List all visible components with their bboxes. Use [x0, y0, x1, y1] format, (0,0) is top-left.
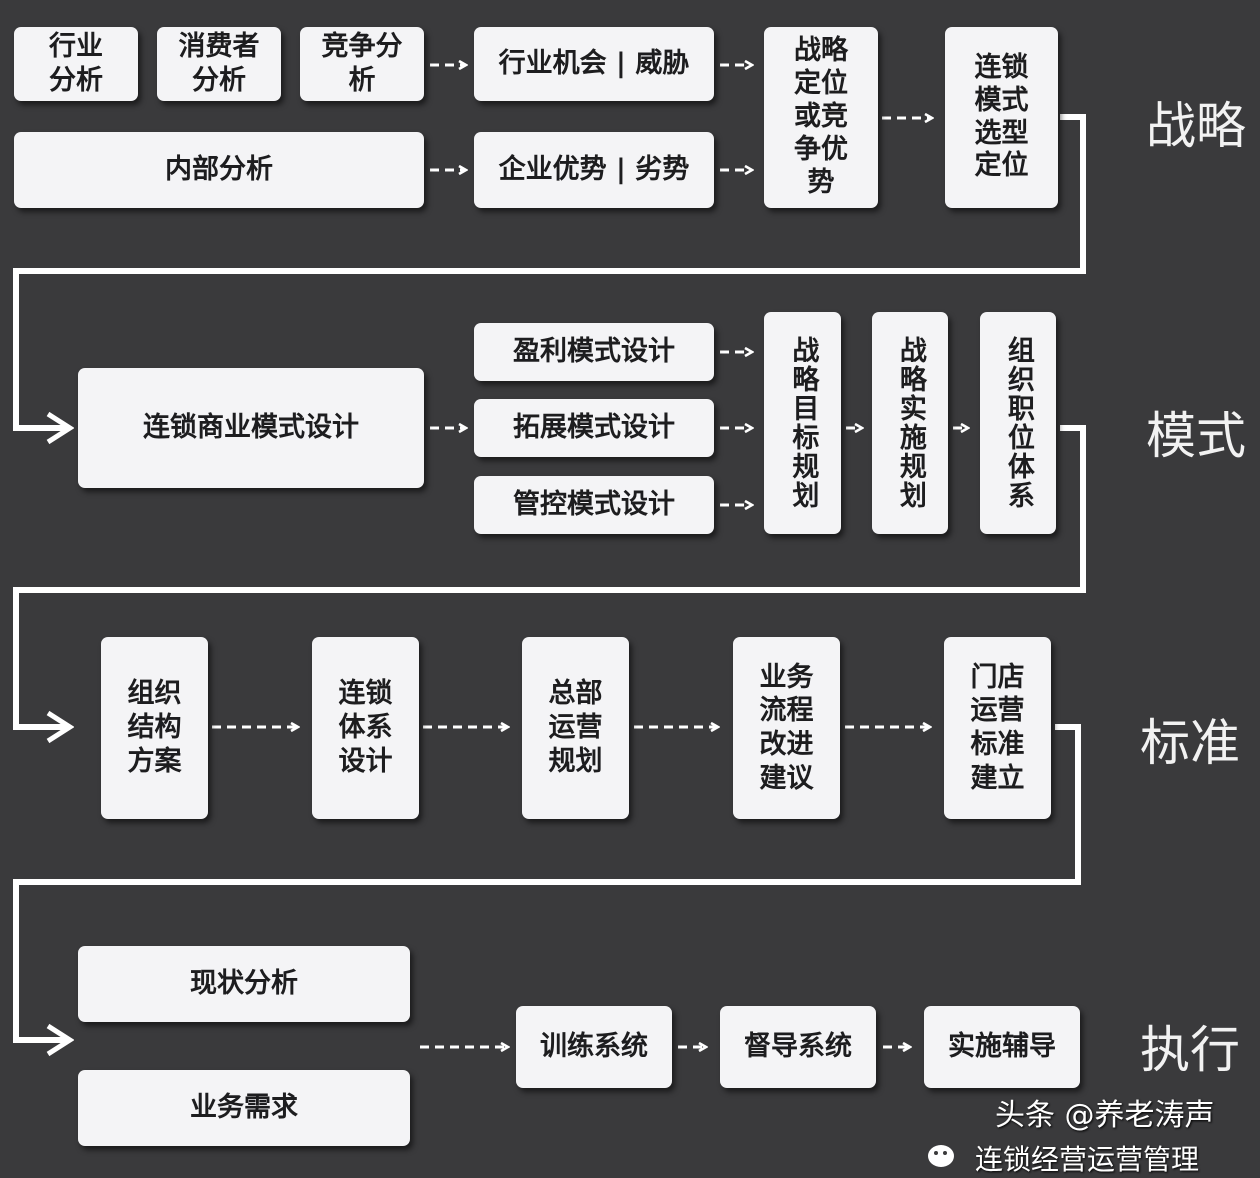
- current-analysis-box: 现状分析: [78, 946, 410, 1022]
- flow-strategy-to-model: [13, 114, 1086, 428]
- control-model-label: 管控模式设计: [513, 489, 675, 521]
- business-model-label: 连锁商业模式设计: [143, 412, 359, 444]
- expansion-model-box: 拓展模式设计: [474, 399, 714, 457]
- opportunity-threat-label: 行业机会 | 威胁: [498, 48, 690, 80]
- stage-label-standard: 标准: [1140, 714, 1240, 772]
- opportunity-threat-box: 行业机会 | 威胁: [474, 27, 714, 101]
- chain-system-box: 连锁体系设计: [312, 637, 419, 819]
- stage-label-strategy: 战略: [1146, 97, 1246, 155]
- internal-analysis-label: 内部分析: [165, 154, 273, 186]
- supervision-system-box: 督导系统: [720, 1006, 876, 1088]
- business-model-box: 连锁商业模式设计: [78, 368, 424, 488]
- store-standards-box: 门店运营标准建立: [944, 637, 1051, 819]
- chain-system-label: 连锁体系设计: [338, 678, 393, 777]
- org-structure-box: 组织结构方案: [101, 637, 208, 819]
- industry-analysis-label: 行业分析: [49, 31, 103, 96]
- strategic-implementation-label: 战略实施规划: [894, 336, 926, 510]
- profit-model-label: 盈利模式设计: [513, 336, 675, 368]
- strategic-goals-box: 战略目标规划: [764, 312, 841, 534]
- implementation-coaching-box: 实施辅导: [924, 1006, 1080, 1088]
- strength-weakness-box: 企业优势 | 劣势: [474, 132, 714, 208]
- consumer-analysis-box: 消费者分析: [157, 27, 281, 101]
- competition-analysis-label: 竞争分析: [321, 31, 403, 96]
- training-system-box: 训练系统: [516, 1006, 672, 1088]
- process-improvement-label: 业务流程改进建议: [759, 661, 814, 794]
- control-model-box: 管控模式设计: [474, 476, 714, 534]
- hq-operations-label: 总部运营规划: [548, 678, 603, 777]
- flow-model-to-standard: [13, 425, 1086, 727]
- hq-operations-box: 总部运营规划: [522, 637, 629, 819]
- store-standards-label: 门店运营标准建立: [970, 661, 1025, 794]
- watermark-account: 头条 @养老涛声: [995, 1098, 1215, 1133]
- internal-analysis-box: 内部分析: [14, 132, 424, 208]
- strategic-goals-label: 战略目标规划: [787, 336, 819, 510]
- positioning-label: 战略定位或竞争优势: [794, 35, 848, 198]
- business-needs-label: 业务需求: [190, 1092, 298, 1124]
- chain-model-label: 连锁模式选型定位: [974, 51, 1029, 182]
- org-positions-label: 组织职位体系: [1002, 336, 1034, 510]
- industry-analysis-box: 行业分析: [14, 27, 138, 101]
- org-structure-label: 组织结构方案: [127, 678, 182, 777]
- implementation-coaching-label: 实施辅导: [948, 1031, 1056, 1063]
- stage-label-model: 模式: [1146, 407, 1246, 465]
- current-analysis-label: 现状分析: [190, 968, 298, 1000]
- watermark-channel: 连锁经营运营管理: [975, 1143, 1200, 1176]
- training-system-label: 训练系统: [540, 1031, 648, 1063]
- business-needs-box: 业务需求: [78, 1070, 410, 1146]
- strategic-implementation-box: 战略实施规划: [872, 312, 948, 534]
- strength-weakness-label: 企业优势 | 劣势: [498, 154, 690, 186]
- process-improvement-box: 业务流程改进建议: [733, 637, 840, 819]
- wechat-icon: [928, 1145, 954, 1167]
- supervision-system-label: 督导系统: [744, 1031, 852, 1063]
- consumer-analysis-label: 消费者分析: [178, 31, 260, 96]
- expansion-model-label: 拓展模式设计: [513, 412, 675, 444]
- positioning-box: 战略定位或竞争优势: [764, 27, 878, 208]
- competition-analysis-box: 竞争分析: [300, 27, 424, 101]
- chain-model-box: 连锁模式选型定位: [945, 27, 1058, 208]
- stage-label-execution: 执行: [1140, 1021, 1240, 1079]
- flow-standard-to-execution: [13, 724, 1081, 1040]
- org-positions-box: 组织职位体系: [980, 312, 1056, 534]
- profit-model-box: 盈利模式设计: [474, 323, 714, 381]
